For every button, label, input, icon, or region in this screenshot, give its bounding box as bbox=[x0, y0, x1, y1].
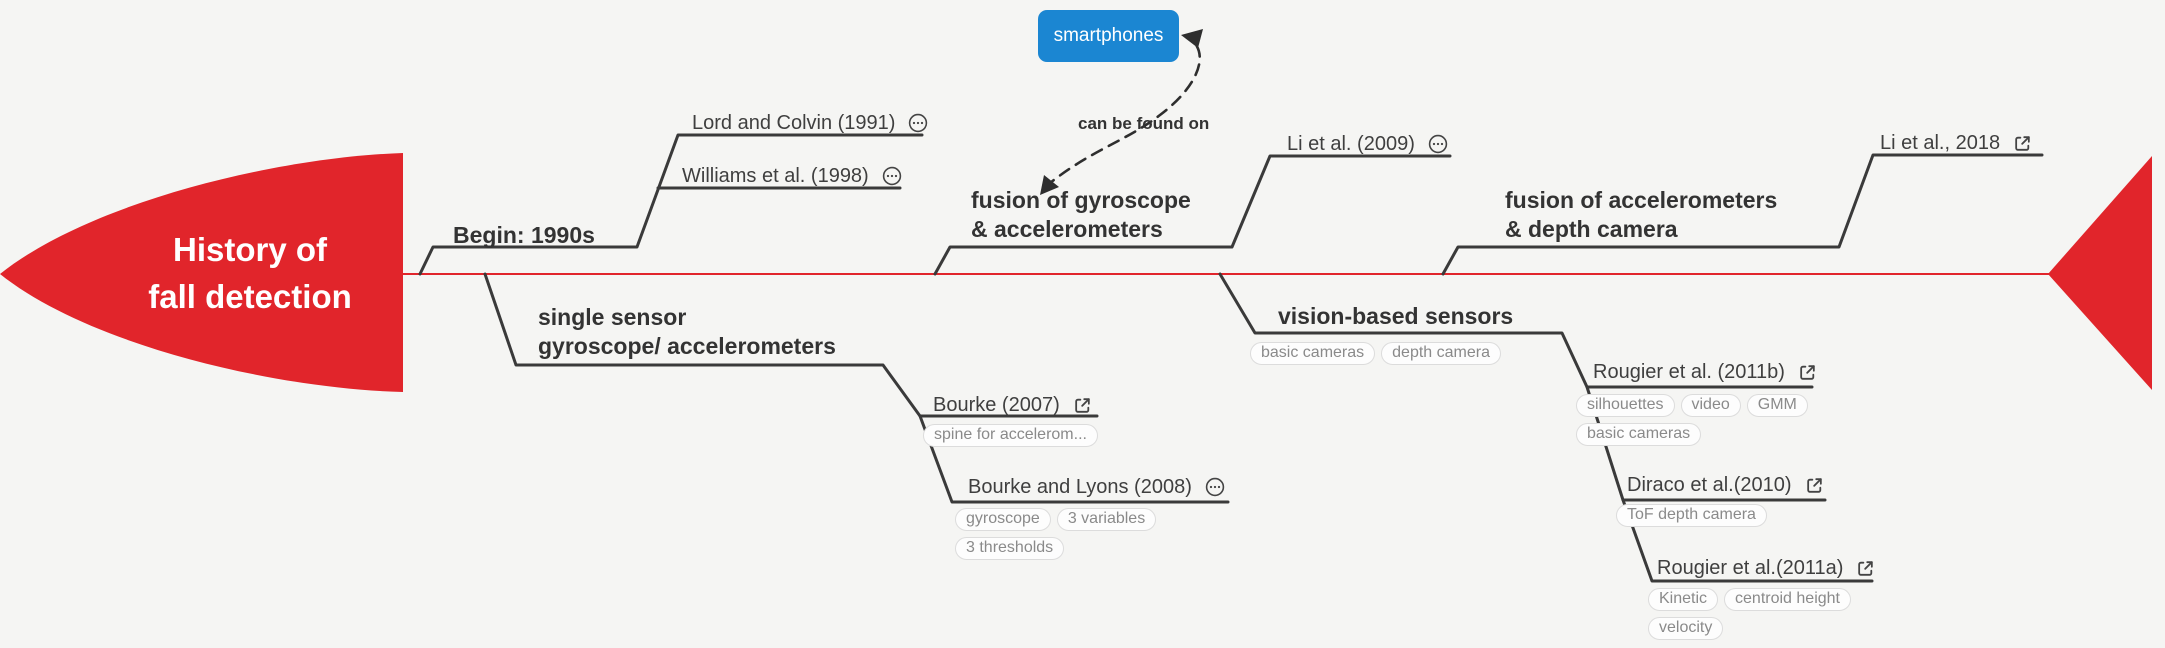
citation-li-2009[interactable]: Li et al. (2009) bbox=[1287, 133, 1448, 155]
label-pill: 3 thresholds bbox=[955, 537, 1065, 560]
tag-row: 3 thresholds bbox=[955, 537, 1065, 560]
tag-row: ToF depth camera bbox=[1616, 504, 1767, 527]
branch-begin-line bbox=[418, 133, 924, 276]
tag-row: basic cameras bbox=[1576, 423, 1702, 446]
label-pill: video bbox=[1680, 394, 1741, 417]
branch-fusion-gyro-line bbox=[933, 154, 1452, 276]
topic-single-sensor-line2: gyroscope/ accelerometers bbox=[538, 333, 836, 359]
label-pill: basic cameras bbox=[1576, 423, 1702, 446]
notes-icon[interactable] bbox=[1428, 134, 1448, 154]
central-topic-line1: History of bbox=[172, 231, 327, 268]
label-pill: gyroscope bbox=[955, 508, 1051, 531]
floating-topic-smartphones[interactable]: smartphones bbox=[1038, 10, 1179, 62]
topic-begin-1990s[interactable]: Begin: 1990s bbox=[453, 222, 595, 248]
tag-row: spine for accelerom... bbox=[923, 424, 1098, 447]
topic-single-sensor[interactable]: single sensor gyroscope/ accelerometers bbox=[538, 303, 836, 361]
central-topic-line2: fall detection bbox=[148, 278, 352, 315]
topic-single-sensor-line1: single sensor bbox=[538, 304, 687, 330]
timeline-end-arrow bbox=[2048, 156, 2152, 390]
branch-rougier2011a-line bbox=[1621, 498, 1874, 583]
citation-label: Williams et al. (1998) bbox=[682, 165, 869, 187]
topic-fusion-gyroscope[interactable]: fusion of gyroscope & accelerometers bbox=[971, 186, 1191, 244]
tag-row: Kinetic centroid height bbox=[1648, 588, 1851, 611]
citation-label: Bourke and Lyons (2008) bbox=[968, 476, 1192, 498]
citation-lord-colvin-1991[interactable]: Lord and Colvin (1991) bbox=[692, 112, 928, 134]
citation-label: Li et al., 2018 bbox=[1880, 132, 2001, 154]
citation-williams-1998[interactable]: Williams et al. (1998) bbox=[682, 165, 902, 187]
citation-label: Bourke (2007) bbox=[933, 394, 1060, 416]
topic-fusion-depth-line1: fusion of accelerometers bbox=[1505, 187, 1778, 213]
label-pill: 3 variables bbox=[1056, 508, 1157, 531]
citation-label: Lord and Colvin (1991) bbox=[692, 112, 896, 134]
external-link-icon[interactable] bbox=[1856, 559, 1875, 578]
topic-fusion-depth-camera[interactable]: fusion of accelerometers & depth camera bbox=[1505, 186, 1777, 244]
citation-label: Rougier et al. (2011b) bbox=[1593, 361, 1785, 383]
relationship-arrowhead-icon bbox=[1181, 29, 1203, 48]
relationship-arrowtail-icon bbox=[1040, 175, 1059, 195]
citation-bourke-lyons-2008[interactable]: Bourke and Lyons (2008) bbox=[968, 476, 1225, 498]
citation-diraco-2010[interactable]: Diraco et al.(2010) bbox=[1627, 474, 1824, 496]
topic-vision-based-sensors[interactable]: vision-based sensors bbox=[1278, 303, 1514, 329]
tag-row: basic cameras depth camera bbox=[1250, 342, 1501, 365]
branch-single-sensor-line bbox=[483, 272, 1099, 418]
central-topic-title[interactable]: History of fall detection bbox=[60, 226, 440, 320]
topic-fusion-gyroscope-line1: fusion of gyroscope bbox=[971, 187, 1191, 213]
notes-icon[interactable] bbox=[882, 166, 902, 186]
label-pill: centroid height bbox=[1724, 588, 1851, 611]
label-pill: velocity bbox=[1648, 617, 1724, 640]
citation-rougier-2011a[interactable]: Rougier et al.(2011a) bbox=[1657, 557, 1875, 579]
tag-row: silhouettes video GMM bbox=[1576, 394, 1808, 417]
external-link-icon[interactable] bbox=[1798, 363, 1817, 382]
label-pill: silhouettes bbox=[1576, 394, 1675, 417]
citation-li-2018[interactable]: Li et al., 2018 bbox=[1880, 132, 2032, 154]
label-pill: GMM bbox=[1746, 394, 1808, 417]
notes-icon[interactable] bbox=[908, 113, 928, 133]
citation-bourke-2007[interactable]: Bourke (2007) bbox=[933, 394, 1092, 416]
notes-icon[interactable] bbox=[1205, 477, 1225, 497]
branch-vision-line bbox=[1218, 272, 1814, 389]
citation-rougier-2011b[interactable]: Rougier et al. (2011b) bbox=[1593, 361, 1817, 383]
label-pill: spine for accelerom... bbox=[923, 424, 1098, 447]
label-pill: basic cameras bbox=[1250, 342, 1376, 365]
citation-label: Li et al. (2009) bbox=[1287, 133, 1415, 155]
tag-row: velocity bbox=[1648, 617, 1724, 640]
relationship-label[interactable]: can be found on bbox=[1078, 114, 1210, 133]
topic-fusion-depth-line2: & depth camera bbox=[1505, 216, 1678, 242]
timeline-head-shape[interactable] bbox=[0, 153, 403, 392]
label-pill: depth camera bbox=[1381, 342, 1501, 365]
citation-label: Rougier et al.(2011a) bbox=[1657, 557, 1844, 579]
external-link-icon[interactable] bbox=[1073, 396, 1092, 415]
external-link-icon[interactable] bbox=[2013, 134, 2032, 153]
relationship-curve[interactable] bbox=[1043, 34, 1202, 189]
branch-fusion-depth-line bbox=[1441, 153, 2044, 276]
topic-fusion-gyroscope-line2: & accelerometers bbox=[971, 216, 1163, 242]
label-pill: Kinetic bbox=[1648, 588, 1719, 611]
tag-row: gyroscope 3 variables bbox=[955, 508, 1157, 531]
floating-topic-label: smartphones bbox=[1053, 25, 1164, 46]
citation-label: Diraco et al.(2010) bbox=[1627, 474, 1792, 496]
external-link-icon[interactable] bbox=[1805, 476, 1824, 495]
label-pill: ToF depth camera bbox=[1616, 504, 1767, 527]
